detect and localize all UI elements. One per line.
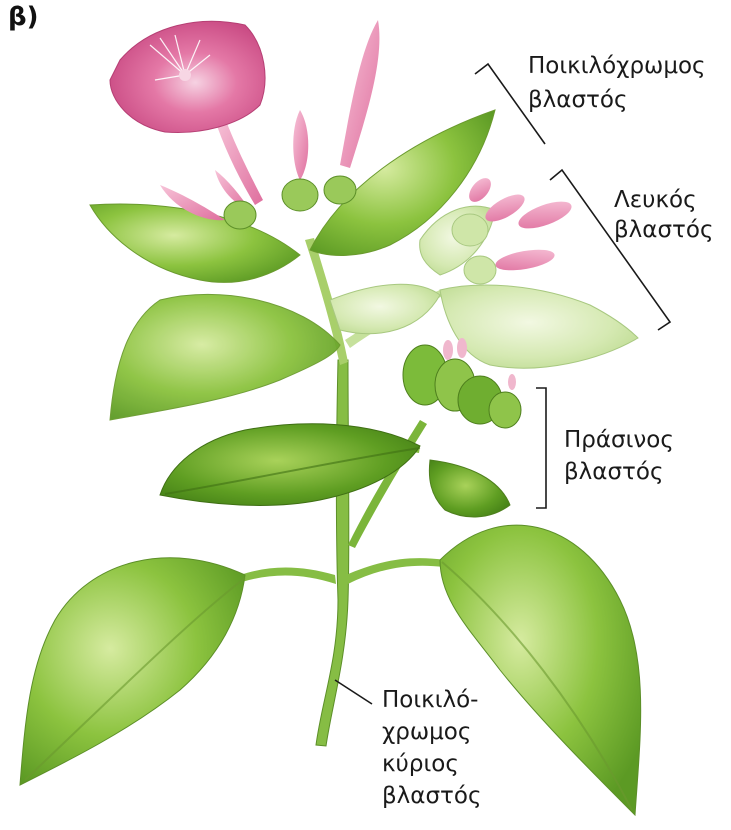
label-white-shoot-line1: Λευκός <box>614 186 697 214</box>
white-shoot-buds <box>452 174 575 284</box>
callout-green <box>536 388 546 508</box>
label-main-stem-line4: βλαστός <box>382 782 481 810</box>
open-flower <box>110 21 265 205</box>
leaf-small-right <box>429 460 510 517</box>
label-main-stem-line2: χρωμος <box>382 718 471 746</box>
label-variegated-shoot-line1: Ποικιλόχρωμος <box>528 52 706 80</box>
leaf-white-shoot <box>440 285 638 368</box>
label-main-stem-line3: κύριος <box>382 750 459 778</box>
label-main-stem-line1: Ποικιλό- <box>382 686 478 714</box>
label-variegated-shoot-line2: βλαστός <box>528 86 627 114</box>
leaf-pale-center <box>330 284 440 333</box>
label-green-shoot-line1: Πράσινος <box>564 426 674 454</box>
label-green-shoot-line2: βλαστός <box>564 458 663 486</box>
leaf-top-left <box>90 204 300 282</box>
leaf-upper-left <box>110 294 340 420</box>
label-white-shoot-line2: βλαστός <box>614 216 713 244</box>
callout-main-stem <box>335 680 372 704</box>
leaf-lower-left <box>20 558 245 785</box>
